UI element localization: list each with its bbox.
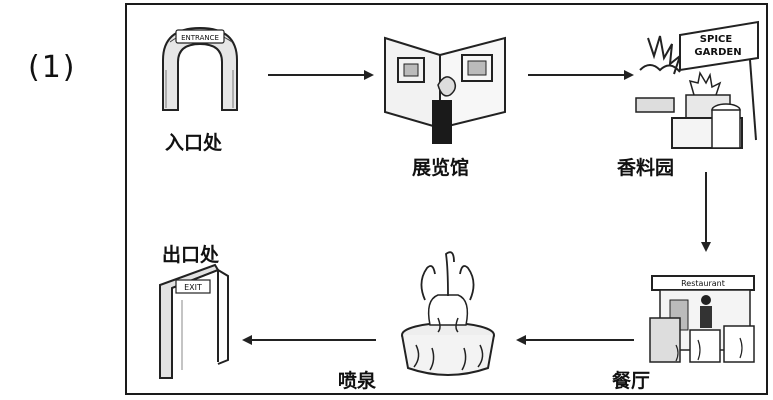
exhibition-label: 展览馆 bbox=[412, 157, 470, 179]
entrance-arch-illustration: ENTRANCE bbox=[162, 26, 238, 111]
exhibition-hall-illustration bbox=[384, 36, 506, 144]
entrance-sign-text: ENTRANCE bbox=[181, 34, 219, 42]
spice-garden-illustration: SPICE GARDEN bbox=[635, 20, 759, 149]
entrance-label: 入口处 bbox=[165, 132, 223, 154]
restaurant-sign-text: Restaurant bbox=[681, 279, 725, 288]
exit-sign-text: EXIT bbox=[184, 283, 202, 292]
exit-gate-illustration: EXIT bbox=[159, 263, 229, 379]
spice-sign-line2: GARDEN bbox=[694, 47, 741, 58]
tour-route-diagram bbox=[125, 3, 768, 395]
restaurant-illustration: Restaurant bbox=[649, 275, 755, 363]
spice-garden-label: 香料园 bbox=[617, 157, 675, 179]
fountain-illustration bbox=[401, 251, 495, 376]
spice-sign-line1: SPICE bbox=[700, 34, 733, 45]
question-number: (1) bbox=[28, 50, 77, 85]
fountain-label: 喷泉 bbox=[338, 370, 377, 392]
restaurant-label: 餐厅 bbox=[612, 370, 651, 392]
exit-label: 出口处 bbox=[162, 244, 220, 266]
